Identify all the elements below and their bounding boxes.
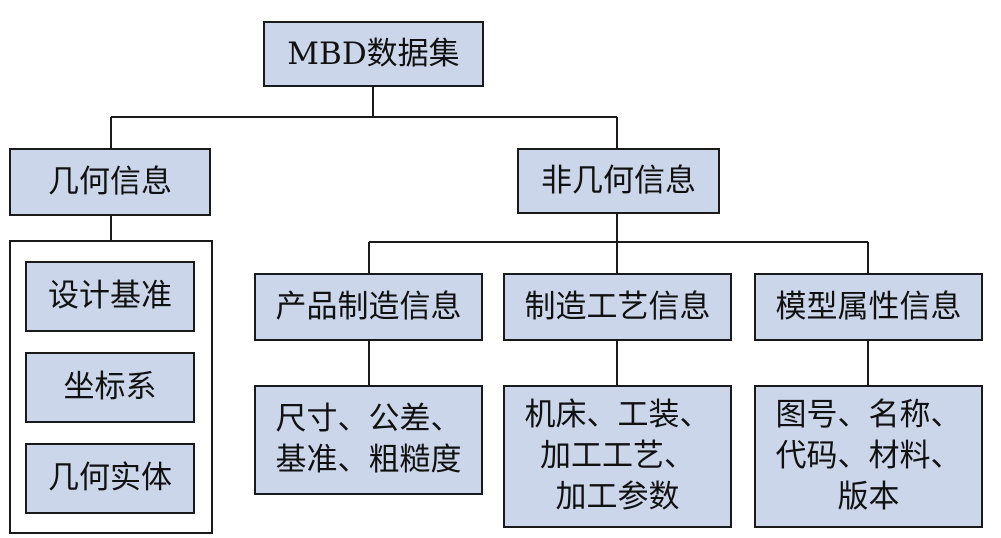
geometric-items-frame: [9, 240, 213, 534]
geometric-entity-node: 几何实体: [25, 443, 195, 514]
design-datum-node: 设计基准: [25, 261, 195, 332]
attribute-details-node: 图号、名称、 代码、材料、 版本: [754, 385, 983, 528]
root-node: MBD数据集: [263, 21, 484, 87]
pmi-details-node: 尺寸、公差、 基准、粗糙度: [254, 385, 483, 495]
geometric-info-node: 几何信息: [9, 148, 211, 216]
non-geometric-info-node: 非几何信息: [517, 148, 720, 214]
manufacturing-process-info-node: 制造工艺信息: [503, 273, 732, 341]
product-manufacturing-info-node: 产品制造信息: [254, 273, 483, 341]
coordinate-system-node: 坐标系: [25, 352, 195, 423]
model-attribute-info-node: 模型属性信息: [754, 273, 983, 341]
process-details-node: 机床、工装、 加工工艺、 加工参数: [503, 385, 732, 528]
